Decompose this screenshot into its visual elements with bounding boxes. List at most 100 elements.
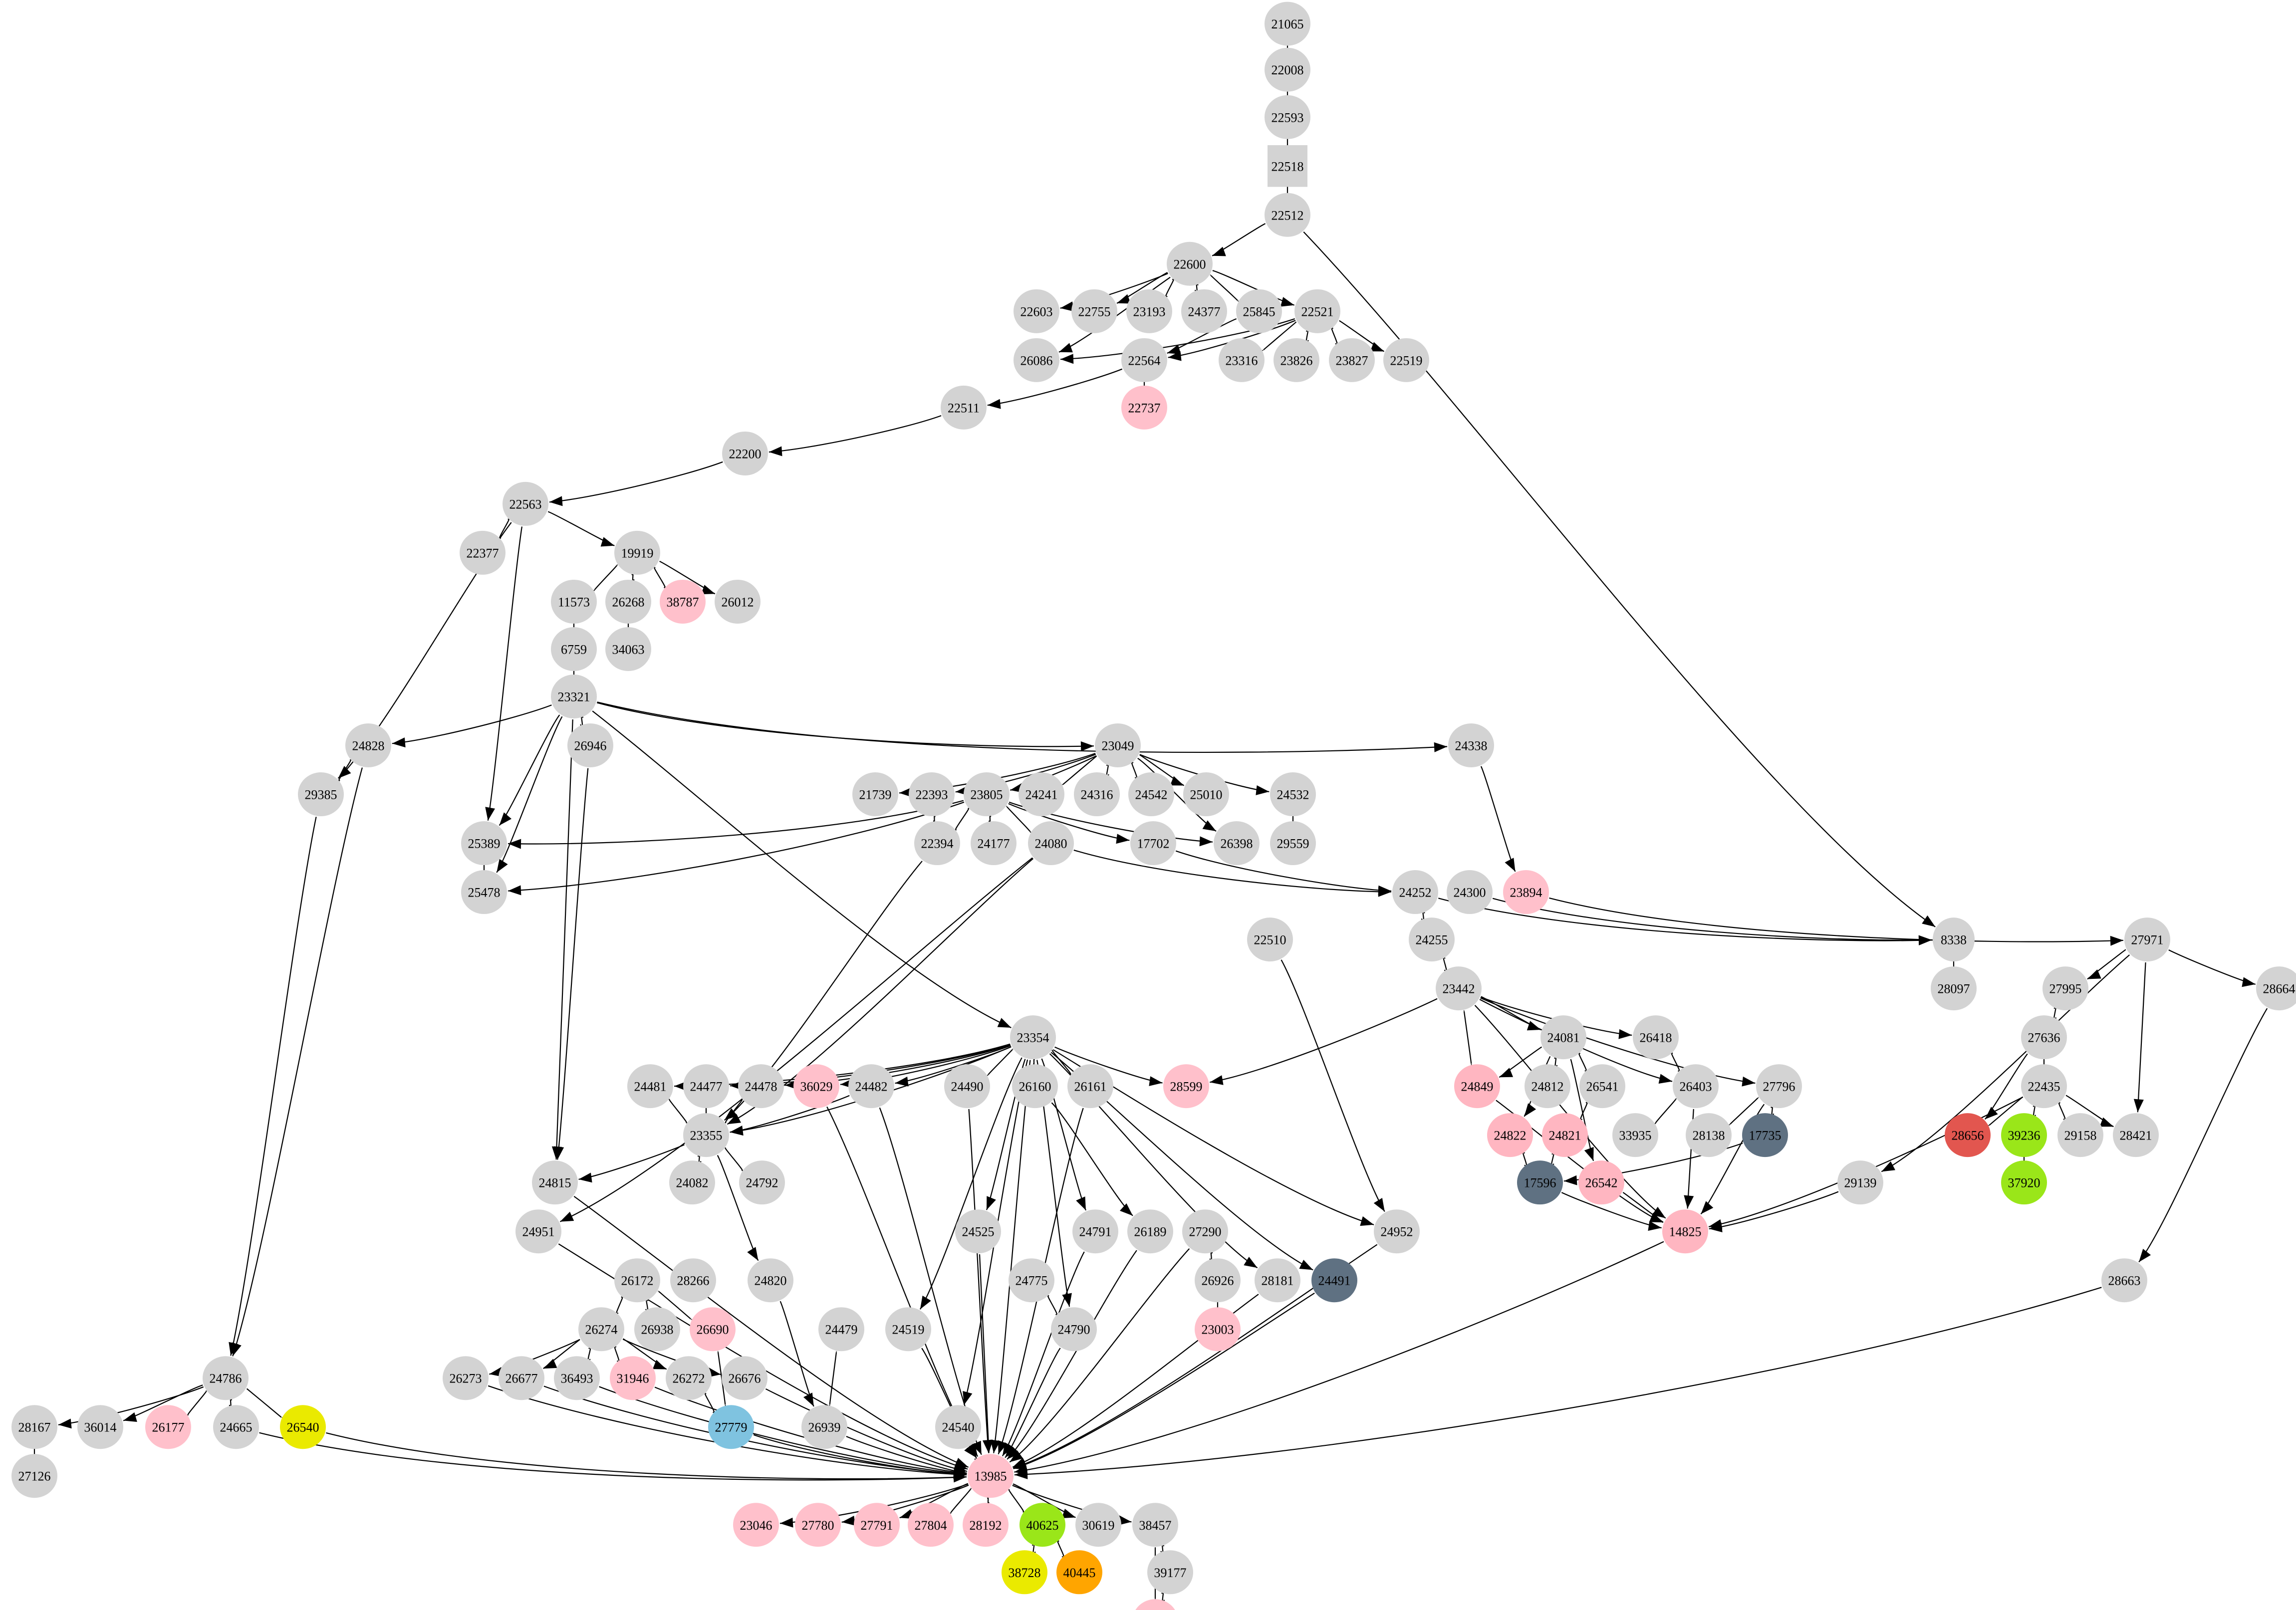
- node-shape[interactable]: [722, 1356, 767, 1400]
- graph-node[interactable]: 27126: [11, 1454, 57, 1498]
- graph-node[interactable]: 26938: [634, 1307, 680, 1352]
- graph-edge[interactable]: [573, 1196, 969, 1468]
- node-shape[interactable]: [1147, 1550, 1193, 1595]
- graph-edge[interactable]: [725, 1099, 743, 1123]
- graph-node[interactable]: 11573: [551, 579, 597, 624]
- node-shape[interactable]: [1268, 145, 1307, 187]
- node-shape[interactable]: [213, 1405, 259, 1449]
- graph-node[interactable]: 17596: [1517, 1160, 1563, 1205]
- graph-node[interactable]: 22521: [1294, 289, 1340, 333]
- node-shape[interactable]: [1756, 1064, 1802, 1109]
- node-shape[interactable]: [1612, 1113, 1658, 1157]
- node-shape[interactable]: [1517, 1160, 1563, 1205]
- node-shape[interactable]: [1002, 1550, 1047, 1595]
- node-shape[interactable]: [280, 1405, 326, 1449]
- graph-node[interactable]: 23826: [1274, 338, 1319, 382]
- graph-node[interactable]: 23316: [1219, 338, 1265, 382]
- node-shape[interactable]: [2057, 1113, 2103, 1157]
- node-shape[interactable]: [660, 579, 706, 624]
- graph-node[interactable]: 22518: [1268, 145, 1307, 187]
- graph-node[interactable]: 22435: [2021, 1064, 2067, 1109]
- node-shape[interactable]: [1686, 1113, 1732, 1157]
- node-shape[interactable]: [77, 1405, 123, 1449]
- graph-node[interactable]: 26189: [1127, 1209, 1173, 1254]
- graph-node[interactable]: 24481: [627, 1064, 673, 1109]
- node-shape[interactable]: [715, 579, 761, 624]
- node-shape[interactable]: [1447, 870, 1493, 915]
- graph-node[interactable]: 24540: [935, 1405, 981, 1449]
- node-shape[interactable]: [669, 1160, 715, 1205]
- graph-node[interactable]: 26272: [666, 1356, 712, 1400]
- graph-edge[interactable]: [555, 719, 573, 1160]
- node-shape[interactable]: [1662, 1209, 1708, 1254]
- graph-edge[interactable]: [1280, 959, 1385, 1212]
- graph-node[interactable]: 27290: [1182, 1209, 1228, 1254]
- graph-edge[interactable]: [979, 1254, 990, 1453]
- node-shape[interactable]: [1121, 385, 1167, 430]
- graph-node[interactable]: 28656: [1945, 1113, 1991, 1157]
- graph-edge[interactable]: [1014, 1241, 1664, 1473]
- graph-edge[interactable]: [2138, 1008, 2268, 1263]
- graph-node[interactable]: 24377: [1181, 289, 1227, 333]
- node-shape[interactable]: [1071, 289, 1117, 333]
- graph-node[interactable]: 25845: [1236, 289, 1282, 333]
- node-shape[interactable]: [460, 530, 506, 575]
- graph-node[interactable]: 25010: [1183, 772, 1229, 817]
- node-shape[interactable]: [854, 1503, 900, 1547]
- graph-node[interactable]: 24241: [1019, 772, 1064, 817]
- graph-node[interactable]: 26946: [567, 723, 613, 768]
- graph-node[interactable]: 27995: [2042, 966, 2088, 1011]
- graph-edge[interactable]: [968, 1109, 990, 1453]
- node-shape[interactable]: [1742, 1113, 1788, 1157]
- node-shape[interactable]: [610, 1356, 656, 1400]
- graph-edge[interactable]: [1062, 755, 1097, 785]
- graph-node[interactable]: 26012: [715, 579, 761, 624]
- graph-edge[interactable]: [1002, 1251, 1085, 1456]
- graph-node[interactable]: 24951: [515, 1209, 561, 1254]
- graph-node[interactable]: 26690: [690, 1307, 736, 1352]
- graph-node[interactable]: 22755: [1071, 289, 1117, 333]
- node-shape[interactable]: [1837, 1160, 1883, 1205]
- graph-node[interactable]: 24786: [203, 1356, 249, 1400]
- node-shape[interactable]: [738, 1064, 784, 1109]
- node-shape[interactable]: [1219, 338, 1265, 382]
- graph-node[interactable]: 26086: [1014, 338, 1059, 382]
- node-shape[interactable]: [1012, 1064, 1058, 1109]
- graph-node[interactable]: 29385: [298, 772, 344, 817]
- node-shape[interactable]: [614, 1258, 660, 1303]
- graph-node[interactable]: 23321: [551, 675, 597, 719]
- node-shape[interactable]: [1392, 870, 1438, 915]
- node-shape[interactable]: [1130, 821, 1176, 866]
- graph-node[interactable]: 31946: [610, 1356, 656, 1400]
- node-shape[interactable]: [345, 723, 391, 768]
- node-shape[interactable]: [722, 431, 768, 475]
- node-shape[interactable]: [941, 385, 987, 430]
- node-shape[interactable]: [567, 723, 613, 768]
- node-shape[interactable]: [793, 1064, 839, 1109]
- graph-node[interactable]: 25389: [461, 821, 507, 866]
- node-shape[interactable]: [1183, 772, 1229, 817]
- node-shape[interactable]: [2021, 1015, 2067, 1060]
- graph-node[interactable]: 28138: [1686, 1113, 1732, 1157]
- graph-node[interactable]: 24491: [1311, 1258, 1357, 1303]
- node-shape[interactable]: [1265, 95, 1310, 139]
- graph-node[interactable]: 24338: [1448, 723, 1494, 768]
- node-shape[interactable]: [971, 821, 1017, 866]
- node-shape[interactable]: [1014, 338, 1059, 382]
- graph-node[interactable]: 23827: [1329, 338, 1375, 382]
- node-shape[interactable]: [1126, 289, 1172, 333]
- graph-node[interactable]: 24812: [1525, 1064, 1570, 1109]
- graph-node[interactable]: 23805: [964, 772, 1010, 817]
- node-shape[interactable]: [634, 1307, 680, 1352]
- graph-node[interactable]: 22564: [1121, 338, 1167, 382]
- node-shape[interactable]: [909, 772, 955, 817]
- graph-edge[interactable]: [230, 816, 317, 1356]
- node-shape[interactable]: [1128, 772, 1174, 817]
- node-shape[interactable]: [515, 1209, 561, 1254]
- graph-node[interactable]: 24828: [345, 723, 391, 768]
- graph-node[interactable]: 28181: [1255, 1258, 1300, 1303]
- graph-edge[interactable]: [1480, 997, 1756, 1084]
- node-shape[interactable]: [1195, 1307, 1241, 1352]
- node-shape[interactable]: [1214, 821, 1260, 866]
- node-shape[interactable]: [683, 1113, 729, 1157]
